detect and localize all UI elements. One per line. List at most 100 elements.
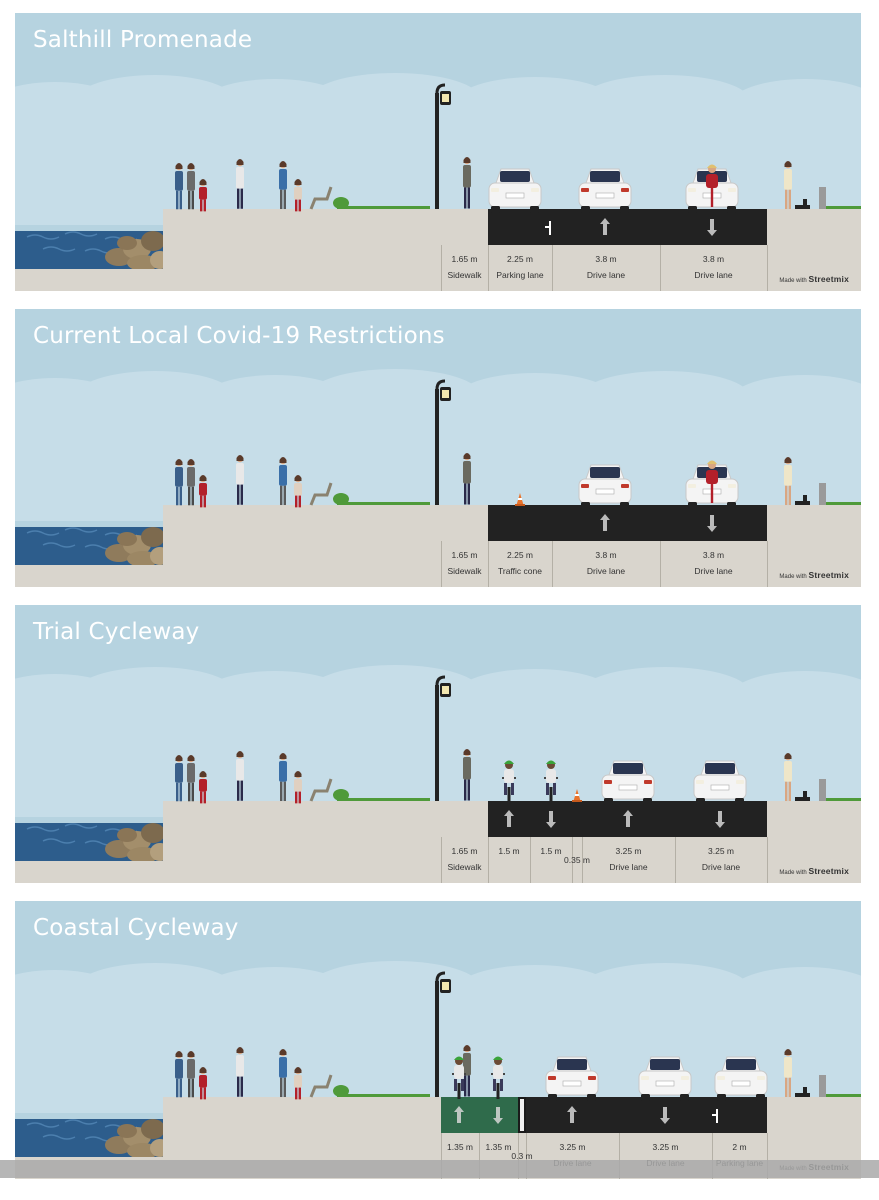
wave: [26, 1122, 60, 1128]
streetmix-logo: Streetmix: [808, 570, 849, 580]
cyclist: [502, 760, 516, 803]
cyclist: [452, 1056, 466, 1099]
traffic-cone: [515, 493, 525, 506]
arrow-up-icon: [454, 1106, 464, 1123]
traffic-cone: [572, 789, 582, 802]
bike-lane: [441, 1097, 518, 1133]
grass-strip: [337, 502, 430, 505]
pedestrian: [784, 753, 792, 802]
shrub: [333, 1085, 349, 1097]
pedestrian: [784, 161, 792, 210]
cyclist-behind-car: [706, 164, 718, 207]
credit-prefix: Made with: [779, 278, 807, 284]
wave: [64, 823, 98, 829]
pedestrian: [236, 455, 244, 505]
bench-icon: [309, 482, 333, 506]
street-lamp-icon: [435, 379, 451, 505]
panel-title: Current Local Covid-19 Restrictions: [33, 323, 445, 349]
grass-strip: [821, 206, 861, 209]
streetmix-credit: Made with Streetmix: [779, 274, 849, 284]
roadway: [526, 1097, 767, 1133]
arrow-up-icon: [567, 1106, 577, 1123]
child-pedestrian: [294, 179, 302, 212]
parking-marking: [545, 226, 551, 228]
cyclist: [544, 760, 558, 803]
grass-strip: [821, 502, 861, 505]
wave: [64, 527, 98, 533]
street-scene: [15, 369, 861, 587]
car-front: [638, 1056, 692, 1101]
pedestrian: [175, 1051, 183, 1098]
child-pedestrian: [199, 475, 207, 508]
car-front: [714, 1056, 768, 1101]
roadway: [488, 209, 767, 245]
roadway: [488, 505, 767, 541]
pedestrian: [279, 161, 287, 210]
street-scene: [15, 665, 861, 883]
pedestrian: [175, 163, 183, 210]
pedestrian-with-camera: [463, 157, 471, 209]
pedestrian-with-camera: [463, 749, 471, 801]
streetmix-credit: Made with Streetmix: [779, 570, 849, 580]
dog-icon: [795, 199, 810, 209]
car-rear: [578, 464, 632, 509]
child-pedestrian: [294, 1067, 302, 1100]
grass-strip: [821, 1094, 861, 1097]
pedestrian: [784, 457, 792, 506]
panel-title: Trial Cycleway: [33, 619, 200, 645]
pedestrian: [279, 753, 287, 802]
bollard: [819, 483, 826, 505]
panel-title: Coastal Cycleway: [33, 915, 239, 941]
credit-prefix: Made with: [779, 574, 807, 580]
bollard: [819, 779, 826, 801]
arrow-up-icon: [504, 810, 514, 827]
wave: [42, 1134, 76, 1140]
rocks: [105, 527, 170, 567]
dog-icon: [795, 1087, 810, 1097]
child-pedestrian: [199, 1067, 207, 1100]
arrow-down-icon: [715, 811, 725, 828]
pedestrian: [187, 163, 195, 210]
wave: [26, 530, 60, 536]
wave: [64, 231, 98, 237]
shrub: [333, 789, 349, 801]
wave: [26, 234, 60, 240]
lane-divider: [520, 1099, 524, 1131]
bollard: [819, 187, 826, 209]
car-rear: [601, 760, 655, 805]
street-panel-covid-restrictions: Current Local Covid-19 Restrictions 1.65…: [15, 309, 861, 587]
pedestrian: [187, 755, 195, 802]
shrub: [333, 197, 349, 209]
wave: [42, 542, 76, 548]
pedestrian: [784, 1049, 792, 1098]
arrow-down-icon: [707, 219, 717, 236]
pedestrian: [187, 1051, 195, 1098]
wave: [26, 826, 60, 832]
pedestrian-with-camera: [463, 1045, 471, 1097]
streetmix-logo: Streetmix: [808, 866, 849, 876]
parking-marking: [712, 1114, 718, 1116]
rocks: [105, 231, 170, 271]
shrub: [333, 493, 349, 505]
credit-prefix: Made with: [779, 870, 807, 876]
panel-title: Salthill Promenade: [33, 27, 253, 53]
arrow-up-icon: [600, 514, 610, 531]
pedestrian: [236, 751, 244, 801]
pedestrian: [236, 1047, 244, 1097]
car-rear: [545, 1056, 599, 1101]
cyclist-behind-car: [706, 460, 718, 503]
arrow-down-icon: [493, 1107, 503, 1124]
pedestrian: [175, 459, 183, 506]
street-lamp-icon: [435, 971, 451, 1097]
child-pedestrian: [199, 771, 207, 804]
bottom-overlay-band: [0, 1160, 879, 1178]
bollard: [819, 1075, 826, 1097]
dog-icon: [795, 791, 810, 801]
pedestrian: [187, 459, 195, 506]
bench-icon: [309, 186, 333, 210]
bench-icon: [309, 778, 333, 802]
grass-strip: [337, 798, 430, 801]
arrow-down-icon: [546, 811, 556, 828]
